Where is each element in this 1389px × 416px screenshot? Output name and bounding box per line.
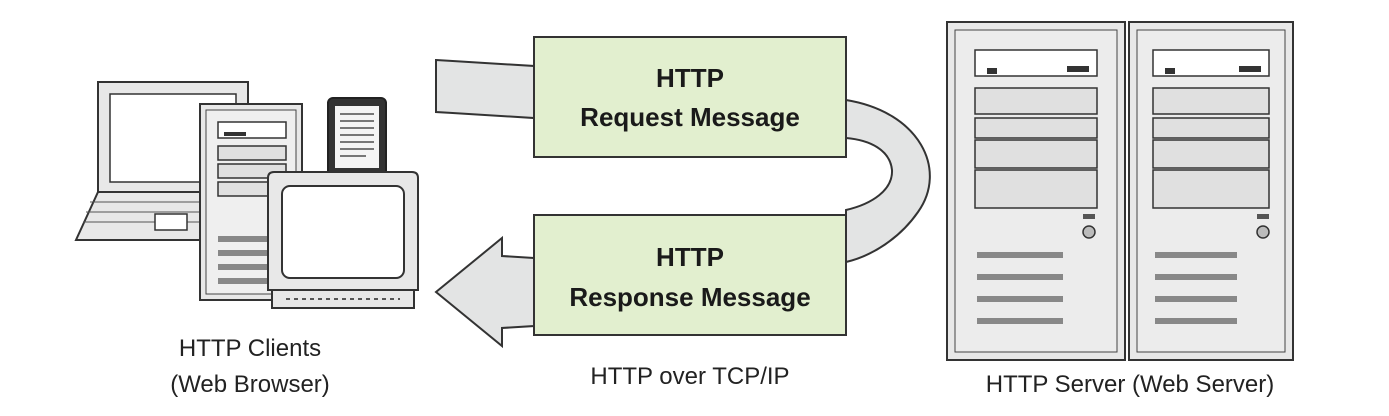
clients-label-line1: HTTP Clients	[179, 335, 321, 362]
flow-band-top	[435, 58, 535, 120]
server-tower-icon	[1128, 21, 1294, 361]
request-box-line2: Request Message	[580, 102, 800, 132]
response-box-line1: HTTP	[656, 242, 724, 272]
flow-arrowhead	[434, 235, 535, 349]
http-servers-group	[946, 21, 1294, 361]
request-message-box: HTTP Request Message	[533, 36, 847, 158]
request-box-line1: HTTP	[656, 63, 724, 93]
crt-monitor-icon	[267, 171, 419, 309]
http-clients-group	[74, 81, 419, 309]
response-box-line2: Response Message	[569, 282, 810, 312]
server-label: HTTP Server (Web Server)	[986, 371, 1275, 398]
server-tower-icon	[946, 21, 1126, 361]
clients-label-line2: (Web Browser)	[170, 371, 330, 398]
flow-band-curl	[845, 98, 931, 264]
desktop-tower-icon	[199, 103, 303, 301]
transport-label: HTTP over TCP/IP	[590, 363, 789, 390]
flow-arrow	[434, 58, 931, 349]
response-message-box: HTTP Response Message	[533, 214, 847, 336]
